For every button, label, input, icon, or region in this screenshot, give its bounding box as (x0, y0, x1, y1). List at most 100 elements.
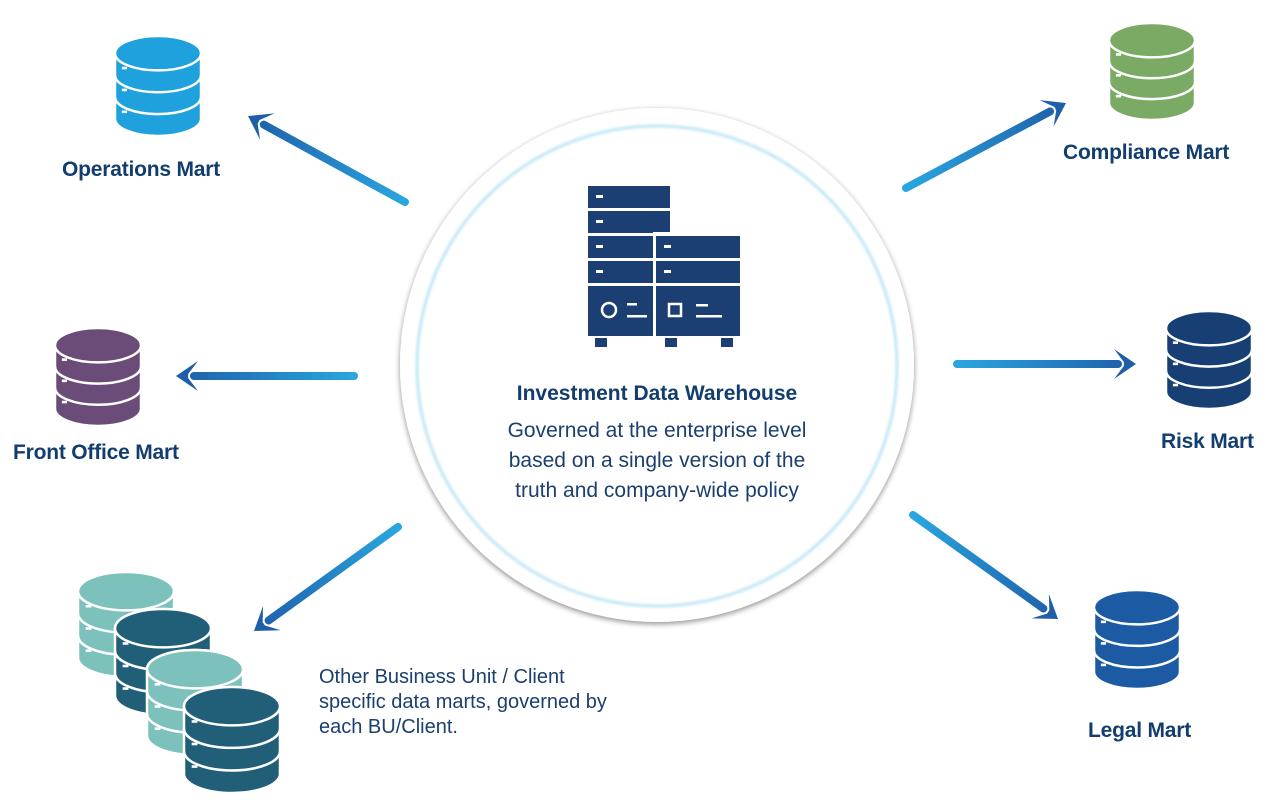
database-indicator (61, 400, 68, 404)
stacked-databases-icon (76, 570, 282, 795)
database-indicator (122, 642, 129, 645)
server-dial (600, 301, 618, 319)
database-indicator (121, 88, 128, 92)
database-top (76, 570, 176, 612)
front-office-mart-label: Front Office Mart (13, 441, 179, 464)
database-top (182, 685, 282, 727)
database-divider (1107, 60, 1197, 80)
arrow-to-operations (248, 113, 409, 206)
risk-database-icon (1164, 309, 1254, 411)
arrow-shaft (902, 107, 1055, 192)
database-top (1107, 21, 1197, 59)
database-indicator (1115, 94, 1122, 98)
warehouse-description: Governed at the enterprise level based o… (457, 416, 857, 506)
server-slot (627, 315, 647, 318)
database-indicator (1100, 642, 1107, 645)
other-marts-line: each BU/Client. (319, 716, 458, 738)
server-unit (656, 236, 740, 258)
server-panel (667, 302, 683, 318)
database-indicator (1172, 383, 1179, 387)
server-slot (627, 303, 637, 306)
database-indicator (122, 687, 129, 690)
legal-database-icon (1092, 588, 1182, 691)
arrow-to-compliance (902, 100, 1066, 192)
warehouse-title: Investment Data Warehouse (516, 382, 798, 405)
operations-database-icon (113, 34, 203, 138)
warehouse-description-line: truth and company-wide policy (515, 479, 799, 502)
database-divider (113, 74, 203, 94)
database-top (113, 34, 203, 72)
compliance-mart-label: Compliance Mart (1063, 141, 1230, 164)
server-led (596, 270, 603, 273)
database-indicator (191, 742, 198, 746)
server-slot (696, 315, 722, 318)
server-slot (696, 304, 708, 307)
server-unit (588, 211, 670, 233)
other-marts-line: Other Business Unit / Client (319, 666, 565, 688)
server-led (596, 220, 603, 223)
database-top (113, 607, 213, 649)
stacked-database-4 (182, 685, 282, 795)
server-foot (595, 338, 607, 347)
compliance-database-icon (1107, 21, 1197, 122)
server-led (664, 245, 671, 248)
arrow-shaft (909, 511, 1048, 613)
database-top (145, 648, 245, 690)
warehouse-circle-outer (400, 108, 914, 622)
arrow-head (254, 605, 281, 631)
database-indicator (1172, 341, 1179, 344)
warehouse-circle-ring (415, 124, 899, 608)
database-indicator (121, 110, 128, 114)
database-divider (1164, 349, 1254, 368)
other-marts-line: specific data marts, governed by (319, 691, 607, 713)
database-divider (53, 387, 143, 407)
database-indicator (154, 705, 161, 708)
front-office-database-icon (53, 326, 143, 428)
arrow-to-other (254, 523, 402, 631)
arrow-to-risk (953, 349, 1136, 379)
server-unit (588, 186, 670, 208)
server-led (596, 245, 603, 248)
arrow-head (1039, 100, 1066, 127)
arrow-to-front-office (176, 361, 358, 391)
server-rack-icon (588, 186, 740, 347)
database-indicator (121, 66, 128, 70)
database-divider (182, 751, 282, 772)
warehouse-circle (400, 108, 914, 622)
server-foot (721, 338, 733, 347)
arrow-head (248, 113, 275, 140)
database-indicator (1115, 53, 1122, 56)
arrow-shaft (259, 120, 409, 206)
database-top (53, 326, 143, 364)
database-divider (1092, 628, 1182, 648)
compliance-database-icon (1107, 21, 1197, 122)
database-divider (1092, 650, 1182, 669)
database-indicator (154, 727, 161, 730)
server-foot (665, 338, 677, 347)
arrow-head (1114, 349, 1136, 379)
database-indicator (85, 627, 92, 630)
database-top (1164, 309, 1254, 347)
database-indicator (61, 358, 68, 361)
database-divider (1164, 370, 1254, 390)
database-indicator (1172, 362, 1179, 366)
warehouse-description-line: based on a single version of the (508, 449, 806, 472)
operations-database-icon (113, 34, 203, 138)
operations-mart-label: Operations Mart (62, 158, 221, 181)
server-unit (656, 261, 740, 283)
risk-mart-label: Risk Mart (1161, 430, 1254, 453)
arrows (176, 100, 1136, 631)
server-led (664, 270, 671, 273)
database-top (1092, 588, 1182, 626)
database-indicator (85, 649, 92, 652)
database-indicator (191, 720, 198, 723)
arrow-shaft (264, 523, 402, 625)
arrow-head (1031, 593, 1058, 619)
database-divider (1107, 81, 1197, 101)
database-indicator (61, 379, 68, 383)
database-indicator (191, 765, 198, 768)
legal-mart-label: Legal Mart (1088, 719, 1192, 742)
database-indicator (1100, 663, 1107, 667)
database-indicator (154, 682, 161, 686)
